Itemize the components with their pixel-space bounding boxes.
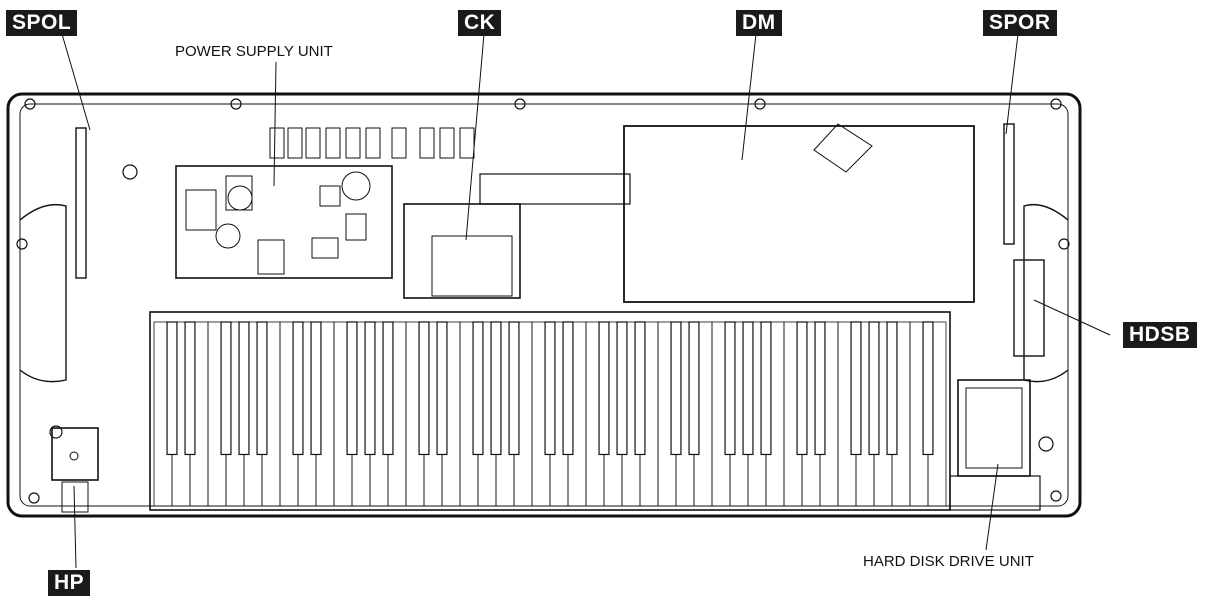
black-key [850,321,862,456]
black-key [292,321,304,456]
black-key [886,321,898,456]
black-key [670,321,682,456]
keybed-frame [149,311,951,511]
right-end-curve [1023,203,1069,383]
black-key [166,321,178,456]
black-key [688,321,700,456]
tag-spol: SPOL [6,10,78,36]
black-key [184,321,196,456]
dm-board [623,125,975,303]
leader-lines [61,33,1111,569]
dm-ribbon [813,123,873,173]
black-key [238,321,250,456]
hp-board [51,427,99,513]
hdsb-board [1013,259,1045,357]
black-key [742,321,754,456]
black-key [310,321,322,456]
keyboard-keys [153,321,947,507]
black-key [760,321,772,456]
black-key [598,321,610,456]
black-key [220,321,232,456]
black-key [436,321,448,456]
tag-spor: SPOR [983,10,1057,36]
connector-row [269,127,475,159]
ck-board [403,173,631,299]
black-key [490,321,502,456]
hdd-unit [949,379,1041,511]
tag-hp: HP [48,570,91,596]
black-key [256,321,268,456]
left-end-curve [19,203,67,383]
spor-connector [1003,123,1015,245]
tag-ck: CK [458,10,502,36]
black-key [346,321,358,456]
black-key [724,321,736,456]
power-supply-board [175,165,393,279]
spol-connector [75,127,87,279]
black-key [814,321,826,456]
black-key [616,321,628,456]
black-key [562,321,574,456]
label-hdd: HARD DISK DRIVE UNIT [863,553,1034,570]
black-key [922,321,934,456]
black-key [868,321,880,456]
black-key [364,321,376,456]
screw-holes [16,98,1070,504]
black-key [634,321,646,456]
label-power-supply: POWER SUPPLY UNIT [175,43,333,60]
black-key [418,321,430,456]
black-key [472,321,484,456]
black-key [544,321,556,456]
chassis-outline [6,92,1082,518]
black-key [796,321,808,456]
tag-hdsb: HDSB [1123,322,1197,348]
tag-dm: DM [736,10,782,36]
black-key [508,321,520,456]
black-key [382,321,394,456]
